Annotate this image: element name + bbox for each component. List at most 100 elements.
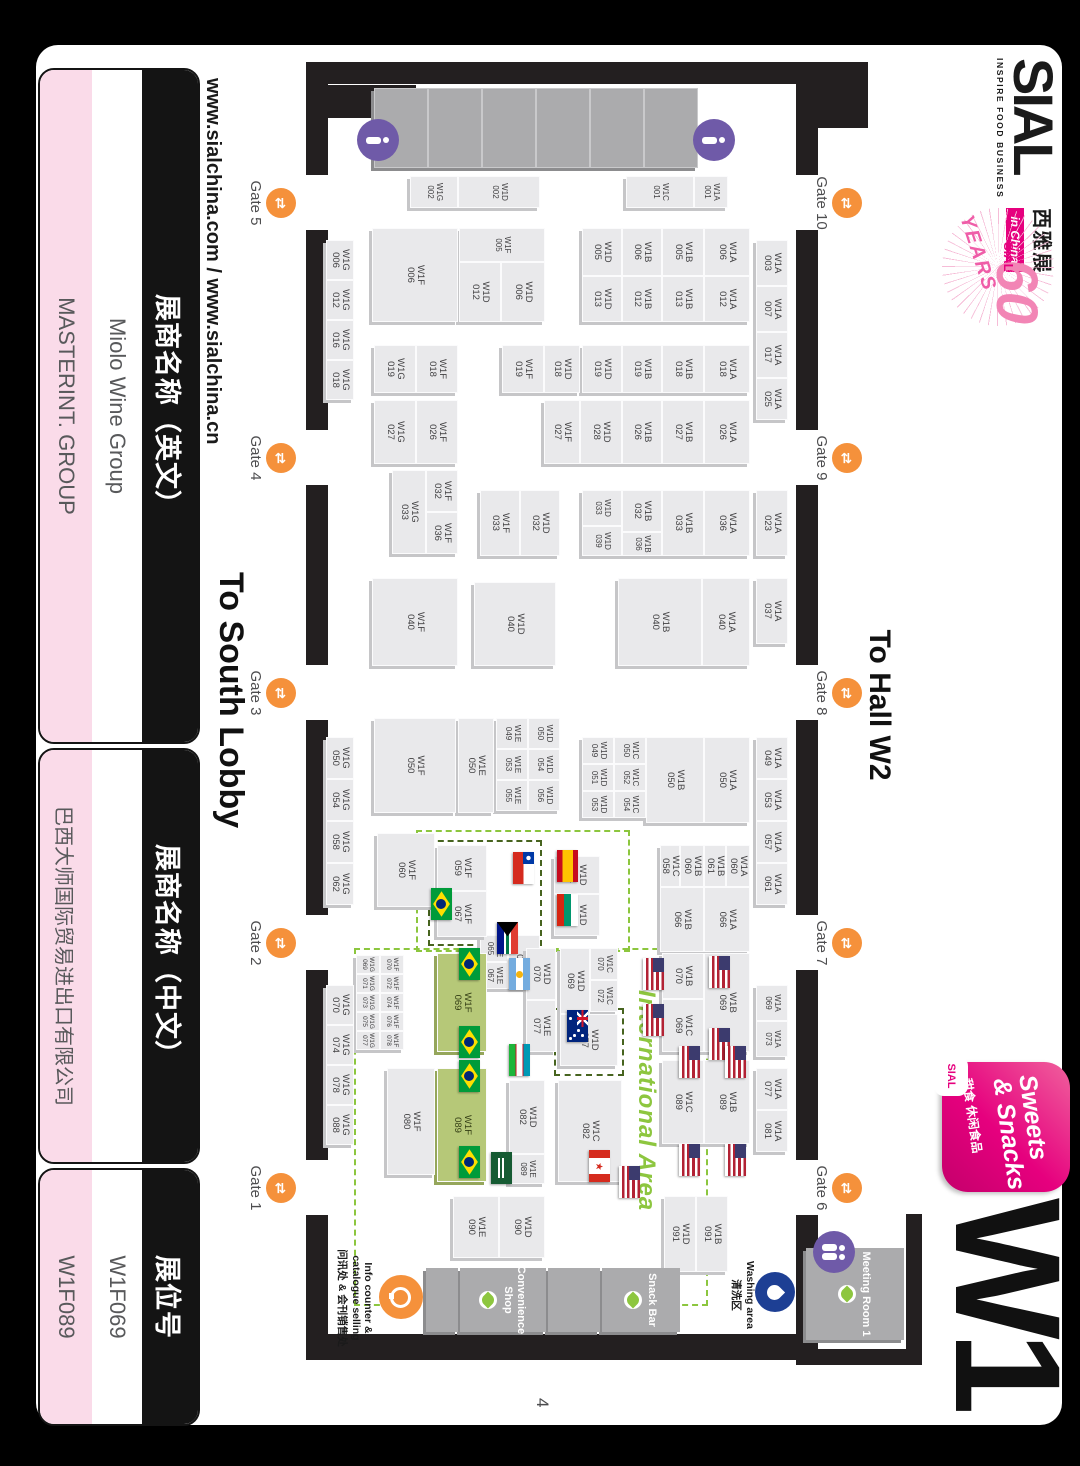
booth-label: W1A 050	[717, 769, 739, 791]
sixty-years-word: YEARS	[955, 212, 1001, 295]
gate-label: Gate 9	[813, 435, 830, 481]
wall-segment	[306, 230, 328, 430]
booth-label: W1G 078	[330, 1074, 352, 1096]
table-header-booth: 展位号	[142, 1170, 198, 1424]
booth-W1F074: W1F 074	[380, 993, 404, 1012]
website-urls: www.sialchina.com / www.sialchina.cn	[202, 78, 224, 445]
wall-segment	[906, 1214, 922, 1365]
wall-segment	[796, 230, 818, 430]
booth-label: W1A 023	[762, 512, 784, 534]
to-hall-w2-sign: To Hall W2	[863, 629, 896, 781]
booth-label: W1B 066	[672, 909, 694, 930]
spain-flag-icon	[557, 850, 578, 882]
booth-W1B005: W1B 005	[662, 228, 704, 276]
booth-label: W1G 070	[330, 994, 352, 1016]
southafrica-flag-icon	[497, 922, 518, 954]
booth-W1D070: W1D 070	[526, 948, 556, 1000]
booth-W1F032: W1F 032	[426, 470, 458, 512]
washing-area-icon	[755, 1272, 795, 1312]
booth-W1D053: W1D 053	[582, 791, 614, 818]
facility-convenience-shop: Convenience Shop	[460, 1266, 546, 1334]
booth-label: W1A 025	[762, 388, 784, 410]
booth-W1C054: W1C 054	[614, 791, 646, 818]
booth-label: W1F 078	[385, 1033, 400, 1048]
badge-sial-tab: SIAL	[934, 1056, 968, 1096]
gate-rotating-door-icon: ⇄	[266, 1173, 296, 1203]
booth-label: W1A 066	[717, 909, 739, 930]
table-card-english-name: 展商名称（英文） Miolo Wine Group MASTERINT. GRO…	[38, 68, 200, 744]
gate-rotating-door-icon: ⇄	[266, 188, 296, 218]
hall-title: W1	[924, 1198, 1080, 1407]
booth-W1F019: W1F 019	[502, 345, 544, 393]
us-flag-icon	[709, 956, 730, 988]
booth-W1A007: W1A 007	[756, 286, 788, 332]
table-card-chinese-name: 展商名称（中文） 巴西大师国际贸易进出口有限公司	[38, 748, 200, 1164]
booth-label: W1D 069	[565, 970, 587, 992]
booth-W1G019: W1G 019	[374, 345, 416, 393]
booth-W1F033: W1F 033	[480, 490, 520, 556]
wall-segment	[306, 970, 328, 1160]
booth-label: W1G 074	[330, 1034, 352, 1056]
gate-gate-3: ⇄Gate 3	[247, 638, 296, 748]
person-glyph	[366, 136, 382, 144]
booth-label: W1C 001	[652, 183, 670, 201]
facility-snack-bar: Snack Bar	[602, 1268, 680, 1332]
chile-flag-icon	[513, 852, 534, 884]
booth-label: W1B 061	[705, 855, 727, 877]
gate-gate-8: ⇄Gate 8	[813, 638, 862, 748]
leaf-icon	[837, 1285, 856, 1303]
booth-W1D054: W1D 054	[528, 749, 560, 780]
booth-W1F059: W1F 059	[437, 845, 487, 891]
gate-rotating-door-icon: ⇄	[832, 928, 862, 958]
booth-label: W1F 050	[405, 755, 427, 776]
gate-gate-2: ⇄Gate 2	[247, 888, 296, 998]
booth-W1F036: W1F 036	[426, 512, 458, 554]
booth-W1G088: W1G 088	[326, 1105, 354, 1145]
lightbulb-glyph	[390, 1286, 412, 1308]
booth-W1D032: W1D 032	[520, 490, 560, 556]
booth-W1A037: W1A 037	[756, 578, 788, 644]
booth-W1G078: W1G 078	[326, 1065, 354, 1105]
argentina-flag-icon	[509, 958, 530, 990]
booth-label: W1D 040	[505, 613, 527, 635]
booth-label: W1A 049	[762, 747, 784, 769]
booth-W1B032: W1B 032	[622, 490, 662, 532]
us-flag-icon	[725, 1144, 746, 1176]
restroom-icon	[813, 1231, 855, 1273]
booth-W1G027: W1G 027	[374, 400, 416, 464]
gray-service-block	[644, 88, 698, 168]
gate-label: Gate 7	[813, 920, 830, 966]
person-glyph	[702, 136, 718, 144]
booth-W1F060: W1F 060	[377, 833, 435, 907]
booth-W1G050: W1G 050	[326, 737, 354, 779]
booth-W1G077: W1G 077	[356, 1031, 380, 1050]
gate-label: Gate 2	[247, 920, 264, 966]
gray-service-block	[536, 88, 590, 168]
booth-label: W1A 037	[762, 600, 784, 622]
gate-rotating-door-icon: ⇄	[832, 1173, 862, 1203]
booth-W1G074: W1G 074	[326, 1025, 354, 1065]
facility-label: Snack Bar	[646, 1273, 659, 1327]
booth-W1G006: W1G 006	[326, 240, 354, 280]
booth-label: W1E 067	[486, 966, 504, 985]
booth-label: W1E 055	[504, 786, 522, 805]
booth-label: W1E 077	[531, 1015, 553, 1037]
booth-label: W1D 006	[513, 281, 535, 303]
booth-W1D090: W1D 090	[499, 1196, 545, 1258]
booth-W1D018: W1D 018	[544, 345, 580, 393]
us-flag-icon	[643, 958, 664, 990]
booth-W1G071: W1G 071	[356, 974, 380, 993]
booth-label: W1B 060	[682, 855, 704, 877]
gate-gate-4: ⇄Gate 4	[247, 403, 296, 513]
booth-label: W1D 053	[590, 795, 608, 814]
booth-W1C070: W1C 070	[590, 948, 618, 980]
booth-label: W1A 060	[728, 855, 750, 877]
booth-label: W1D 050	[536, 724, 554, 743]
booth-W1D082: W1D 082	[509, 1080, 545, 1154]
gate-label: Gate 4	[247, 435, 264, 481]
booth-W1E077: W1E 077	[526, 1000, 556, 1052]
booth-W1D091: W1D 091	[664, 1196, 696, 1272]
booth-label: W1D 054	[536, 755, 554, 774]
booth-W1B060: W1B 060	[680, 845, 704, 887]
